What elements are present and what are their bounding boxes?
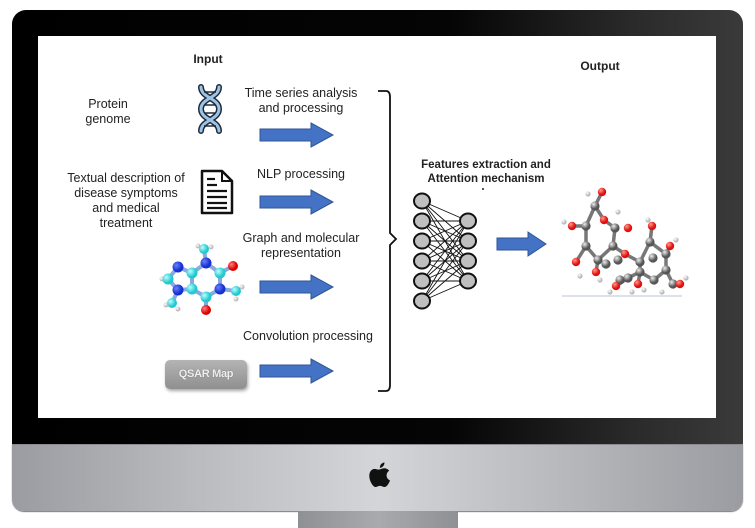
carbon-atom: [649, 275, 659, 285]
oxygen-atom: [571, 257, 581, 267]
dna-icon: [197, 84, 223, 134]
hydrogen-atom: [683, 275, 689, 281]
nn-node: [459, 232, 477, 250]
oxygen-atom: [591, 267, 601, 277]
carbon-atom: [613, 255, 623, 265]
center-label: Features extraction and Attention mechan…: [421, 159, 551, 185]
oxygen-atom: [611, 281, 621, 291]
hydrogen-atom: [615, 209, 621, 215]
process-label-nlp: NLP processing: [256, 167, 345, 181]
hydrogen-atom: [673, 237, 679, 243]
carbon-atom: [661, 265, 671, 275]
hydrogen-atom: [597, 277, 603, 283]
oxygen-atom: [623, 223, 633, 233]
molecule-icon: [159, 243, 245, 315]
nn-connection: [421, 260, 469, 302]
nn-node: [413, 192, 431, 210]
input-label-protein-genome: Protein genome: [85, 97, 131, 126]
nn-connection: [421, 220, 469, 302]
oxygen-atom: [633, 279, 643, 289]
carbon-atom: [623, 273, 633, 283]
nn-node: [459, 212, 477, 230]
nn-node: [413, 212, 431, 230]
carbon-atom: [581, 241, 591, 251]
input-label-textual-description: Textual description of disease symptoms …: [67, 171, 185, 230]
nn-node: [459, 272, 477, 290]
oxygen-atom: [567, 221, 577, 231]
apple-logo-icon: [369, 462, 390, 488]
arrow-icon: [259, 189, 335, 215]
carbon-atom: [601, 259, 611, 269]
hydrogen-atom: [585, 191, 591, 197]
carbon-atom: [635, 267, 645, 277]
document-icon: [200, 169, 234, 215]
monitor-stand: [298, 511, 458, 528]
nn-node: [413, 252, 431, 270]
arrow-icon: [259, 274, 335, 300]
carbon-atom: [635, 257, 645, 267]
carbon-atom: [581, 221, 591, 231]
screen: Input Output Protein genome Time series …: [38, 36, 716, 418]
nn-node: [413, 232, 431, 250]
oxygen-atom: [647, 221, 657, 231]
output-heading: Output: [580, 59, 620, 73]
carbon-atom: [608, 241, 618, 251]
output-molecule-icon: [561, 187, 689, 297]
hydrogen-atom: [641, 287, 647, 293]
nn-node: [413, 292, 431, 310]
nn-node: [459, 252, 477, 270]
hydrogen-atom: [629, 289, 635, 295]
nn-node: [413, 272, 431, 290]
carbon-atom: [668, 279, 678, 289]
process-label-time-series: Time series analysis and processing: [244, 86, 358, 115]
arrow-icon: [259, 358, 335, 384]
grouping-brace: [378, 90, 398, 392]
nn-connection: [421, 220, 469, 282]
neural-network-icon: [413, 192, 477, 310]
carbon-atom: [661, 249, 671, 259]
carbon-atom: [645, 237, 655, 247]
oxygen-atom: [665, 241, 675, 251]
input-heading: Input: [193, 52, 223, 66]
output-arrow-icon: [496, 231, 547, 257]
process-label-convolution: Convolution processing: [243, 329, 373, 343]
hydrogen-atom: [659, 289, 665, 295]
carbon-atom: [610, 223, 620, 233]
carbon-atom: [590, 201, 600, 211]
oxygen-atom: [599, 215, 609, 225]
carbon-atom: [593, 255, 603, 265]
hydrogen-atom: [561, 219, 567, 225]
hydrogen-atom: [607, 289, 613, 295]
hydrogen-atom: [645, 217, 651, 223]
hydrogen-atom: [577, 273, 583, 279]
carbon-atom: [648, 253, 658, 263]
oxygen-atom: [620, 249, 630, 259]
nn-connection: [421, 240, 469, 302]
arrow-icon: [259, 122, 335, 148]
nn-connection: [421, 220, 469, 262]
qsar-map-badge: QSAR Map: [165, 360, 247, 389]
dot-mark: [482, 188, 484, 190]
oxygen-atom: [675, 279, 685, 289]
process-label-graph-molecular: Graph and molecular representation: [242, 231, 360, 260]
oxygen-atom: [597, 187, 607, 197]
